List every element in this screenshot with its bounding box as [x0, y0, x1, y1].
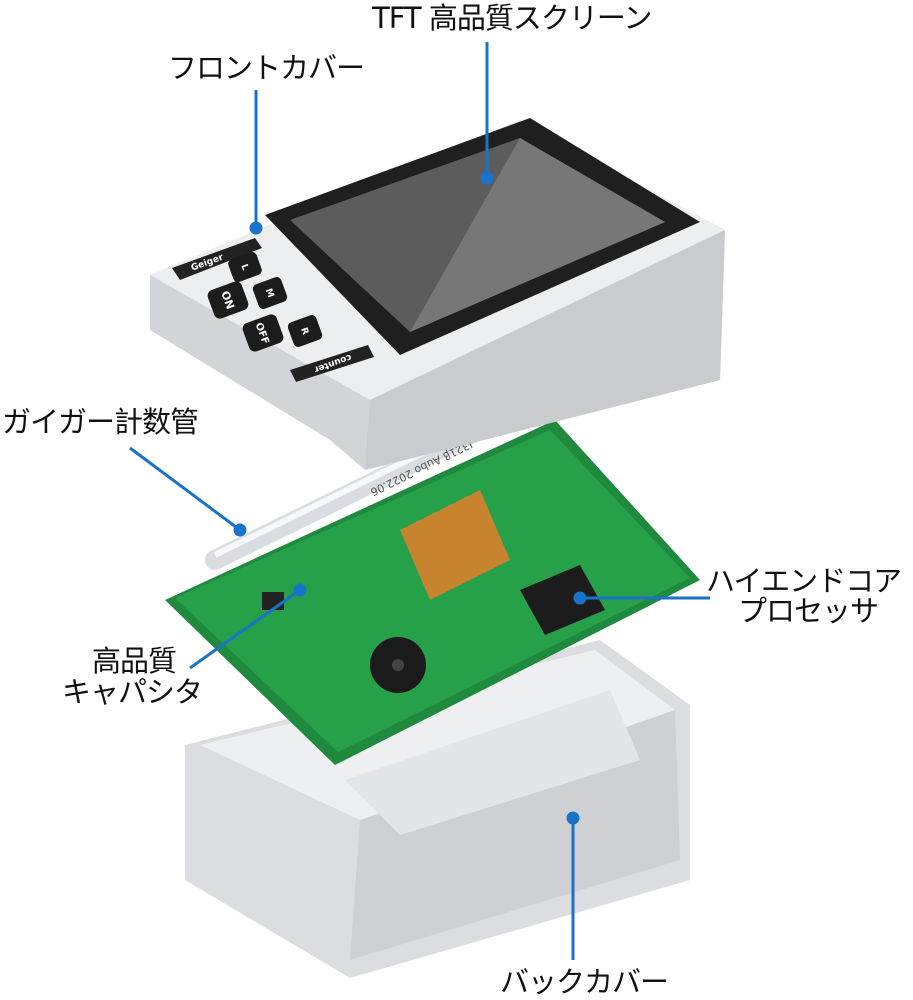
label-front-cover: フロントカバー: [168, 51, 365, 85]
l-button-label: L: [238, 263, 249, 272]
brand-top-strip: [172, 238, 262, 280]
label-processor-2: プロセッサ: [738, 594, 879, 628]
front-cover-illustration: Geiger counter ON OFF L M R: [150, 118, 725, 470]
processor-chip: [520, 565, 605, 635]
l-button: [228, 252, 262, 282]
on-button: [207, 281, 249, 319]
label-processor-1: ハイエンドコア: [706, 564, 902, 598]
on-button-label: ON: [218, 289, 237, 311]
brand-bottom-strip: [290, 345, 374, 382]
label-capacitor-2: キャパシタ: [62, 675, 203, 709]
off-button: [242, 314, 284, 352]
leader-lines: [129, 42, 710, 960]
label-screen: TFT 高品質スクリーン: [372, 1, 652, 35]
label-geiger-tube: ガイガー計数管: [2, 405, 199, 439]
label-capacitor-1: 高品質: [92, 644, 177, 678]
pcb-illustration: [165, 420, 700, 765]
r-button: [287, 315, 323, 347]
m-button: [252, 277, 288, 309]
capacitor: [262, 592, 284, 610]
label-back-cover: バックカバー: [500, 965, 669, 999]
m-button-label: M: [263, 287, 275, 299]
r-button-label: R: [298, 326, 310, 336]
